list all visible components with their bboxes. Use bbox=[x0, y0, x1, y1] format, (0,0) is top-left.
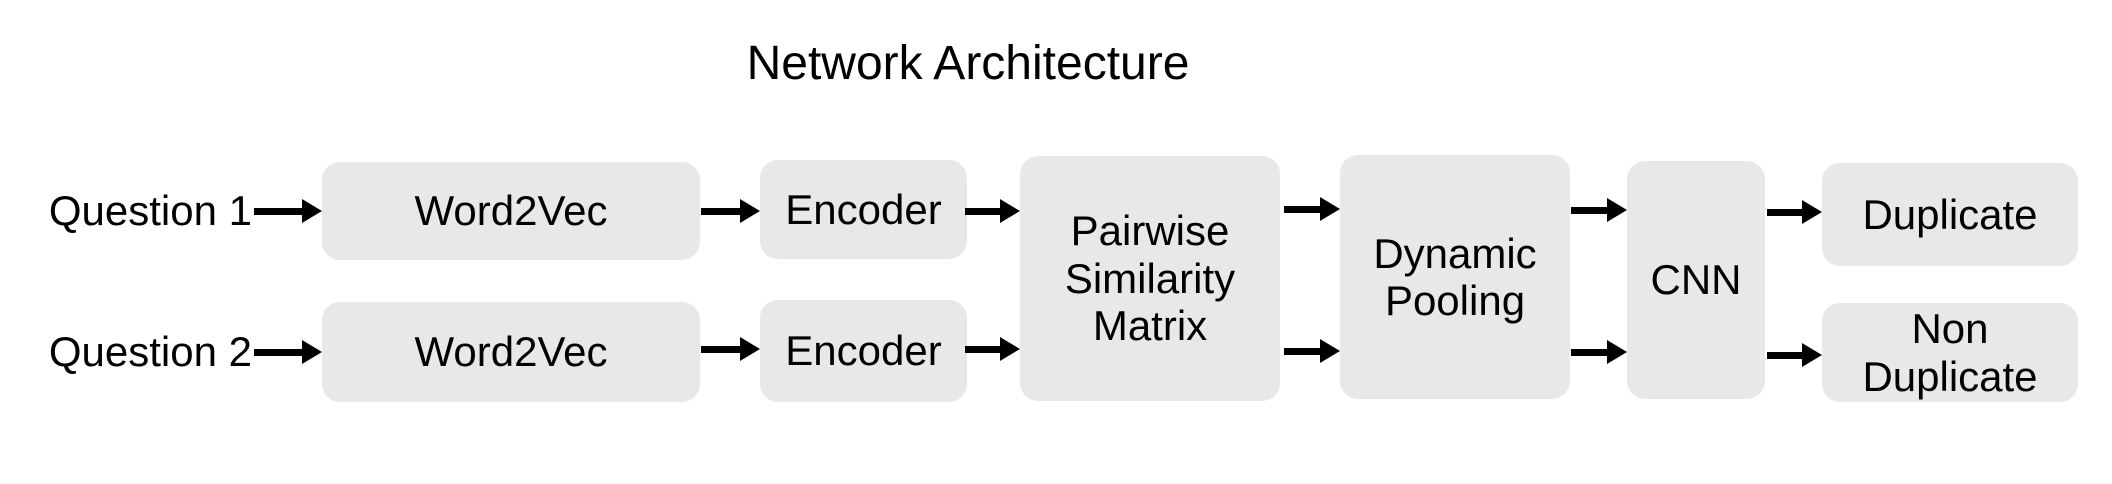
arrow-head bbox=[1320, 339, 1340, 363]
arrow-shaft bbox=[254, 207, 302, 215]
arrow-head bbox=[1000, 337, 1020, 361]
arrow-head bbox=[1000, 199, 1020, 223]
arrow-shaft bbox=[1284, 347, 1320, 355]
input-label-question-1: Question 1 bbox=[48, 187, 252, 234]
arrow-word2vec-q1-to-encoder bbox=[701, 196, 760, 226]
node-dynamic-pooling: Dynamic Pooling bbox=[1340, 155, 1570, 399]
arrow-question2-to-word2vec bbox=[254, 337, 322, 367]
arrow-pairwise-to-dynamic-top bbox=[1284, 194, 1340, 224]
node-duplicate: Duplicate bbox=[1822, 163, 2078, 266]
node-encoder-q1: Encoder bbox=[760, 160, 967, 259]
arrow-encoder-q1-to-pairwise bbox=[965, 196, 1020, 226]
arrow-head bbox=[1320, 197, 1340, 221]
arrow-word2vec-q2-to-encoder bbox=[701, 334, 760, 364]
arrow-dynamic-to-cnn-bottom bbox=[1571, 337, 1627, 367]
arrow-shaft bbox=[965, 207, 1000, 215]
diagram-title: Network Architecture bbox=[746, 37, 1190, 90]
arrow-shaft bbox=[701, 207, 740, 215]
arrow-shaft bbox=[254, 348, 302, 356]
arrow-head bbox=[1802, 343, 1822, 367]
arrow-pairwise-to-dynamic-bottom bbox=[1284, 336, 1340, 366]
arrow-head bbox=[1607, 198, 1627, 222]
arrow-encoder-q2-to-pairwise bbox=[965, 334, 1020, 364]
node-pairwise-similarity-matrix: Pairwise Similarity Matrix bbox=[1020, 156, 1280, 401]
input-label-question-2: Question 2 bbox=[48, 328, 252, 375]
arrow-dynamic-to-cnn-top bbox=[1571, 195, 1627, 225]
arrow-head bbox=[740, 337, 760, 361]
node-non-duplicate: Non Duplicate bbox=[1822, 303, 2078, 402]
arrow-cnn-to-non-duplicate bbox=[1767, 340, 1822, 370]
arrow-shaft bbox=[965, 345, 1000, 353]
arrow-shaft bbox=[1284, 205, 1320, 213]
node-word2vec-q2: Word2Vec bbox=[322, 302, 700, 402]
arrow-cnn-to-duplicate bbox=[1767, 197, 1822, 227]
arrow-shaft bbox=[701, 345, 740, 353]
node-encoder-q2: Encoder bbox=[760, 300, 967, 402]
arrow-head bbox=[740, 199, 760, 223]
arrow-head bbox=[302, 199, 322, 223]
arrow-head bbox=[302, 340, 322, 364]
arrow-shaft bbox=[1571, 206, 1607, 214]
arrow-head bbox=[1607, 340, 1627, 364]
arrow-question1-to-word2vec bbox=[254, 196, 322, 226]
node-word2vec-q1: Word2Vec bbox=[322, 162, 700, 260]
arrow-shaft bbox=[1767, 208, 1802, 216]
node-cnn: CNN bbox=[1627, 161, 1765, 399]
arrow-head bbox=[1802, 200, 1822, 224]
arrow-shaft bbox=[1571, 348, 1607, 356]
arrow-shaft bbox=[1767, 351, 1802, 359]
